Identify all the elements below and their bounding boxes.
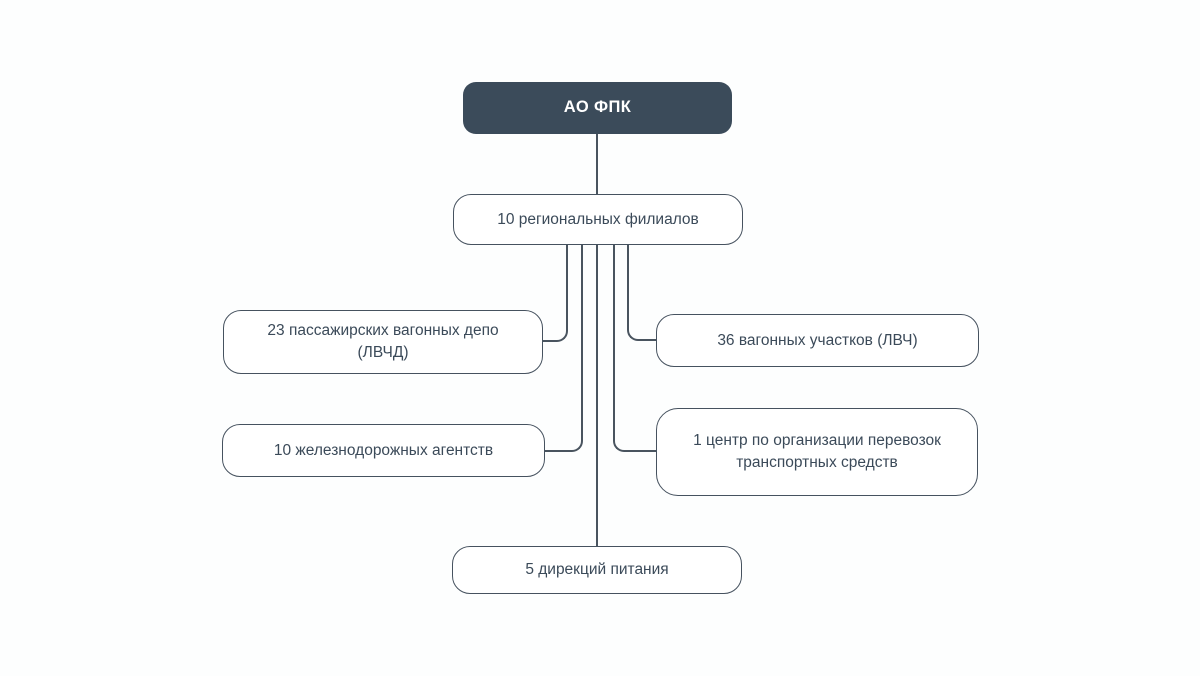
org-node-railway-agencies-label: 10 железнодорожных агентств <box>273 441 494 459</box>
org-node-regional-branches-label: 10 региональных филиалов <box>497 210 699 228</box>
org-node-railway-agencies: 10 железнодорожных агентств <box>222 424 545 477</box>
org-node-transport-center-label: 1 центр по организации перевозок транспо… <box>693 432 941 471</box>
connector-regional-to-center <box>613 245 656 452</box>
org-node-passenger-depots-label: 23 пассажирских вагонных депо (ЛВЧД) <box>267 322 499 361</box>
org-node-passenger-depots: 23 пассажирских вагонных депо (ЛВЧД) <box>223 310 543 374</box>
org-node-root: АО ФПК <box>463 82 732 134</box>
org-node-regional-branches: 10 региональных филиалов <box>453 194 743 245</box>
connector-regional-to-depots <box>543 245 568 342</box>
connector-root-to-regional <box>596 134 598 194</box>
connector-regional-to-sections <box>627 245 656 341</box>
org-node-catering-directorates: 5 дирекций питания <box>452 546 742 594</box>
connector-regional-to-agencies <box>545 245 583 452</box>
org-node-car-sections-label: 36 вагонных участков (ЛВЧ) <box>717 331 918 349</box>
org-node-root-label: АО ФПК <box>563 98 632 117</box>
connector-regional-to-catering <box>596 245 598 546</box>
org-node-transport-center: 1 центр по организации перевозок транспо… <box>656 408 978 496</box>
org-node-car-sections: 36 вагонных участков (ЛВЧ) <box>656 314 979 367</box>
org-node-catering-directorates-label: 5 дирекций питания <box>525 561 669 579</box>
